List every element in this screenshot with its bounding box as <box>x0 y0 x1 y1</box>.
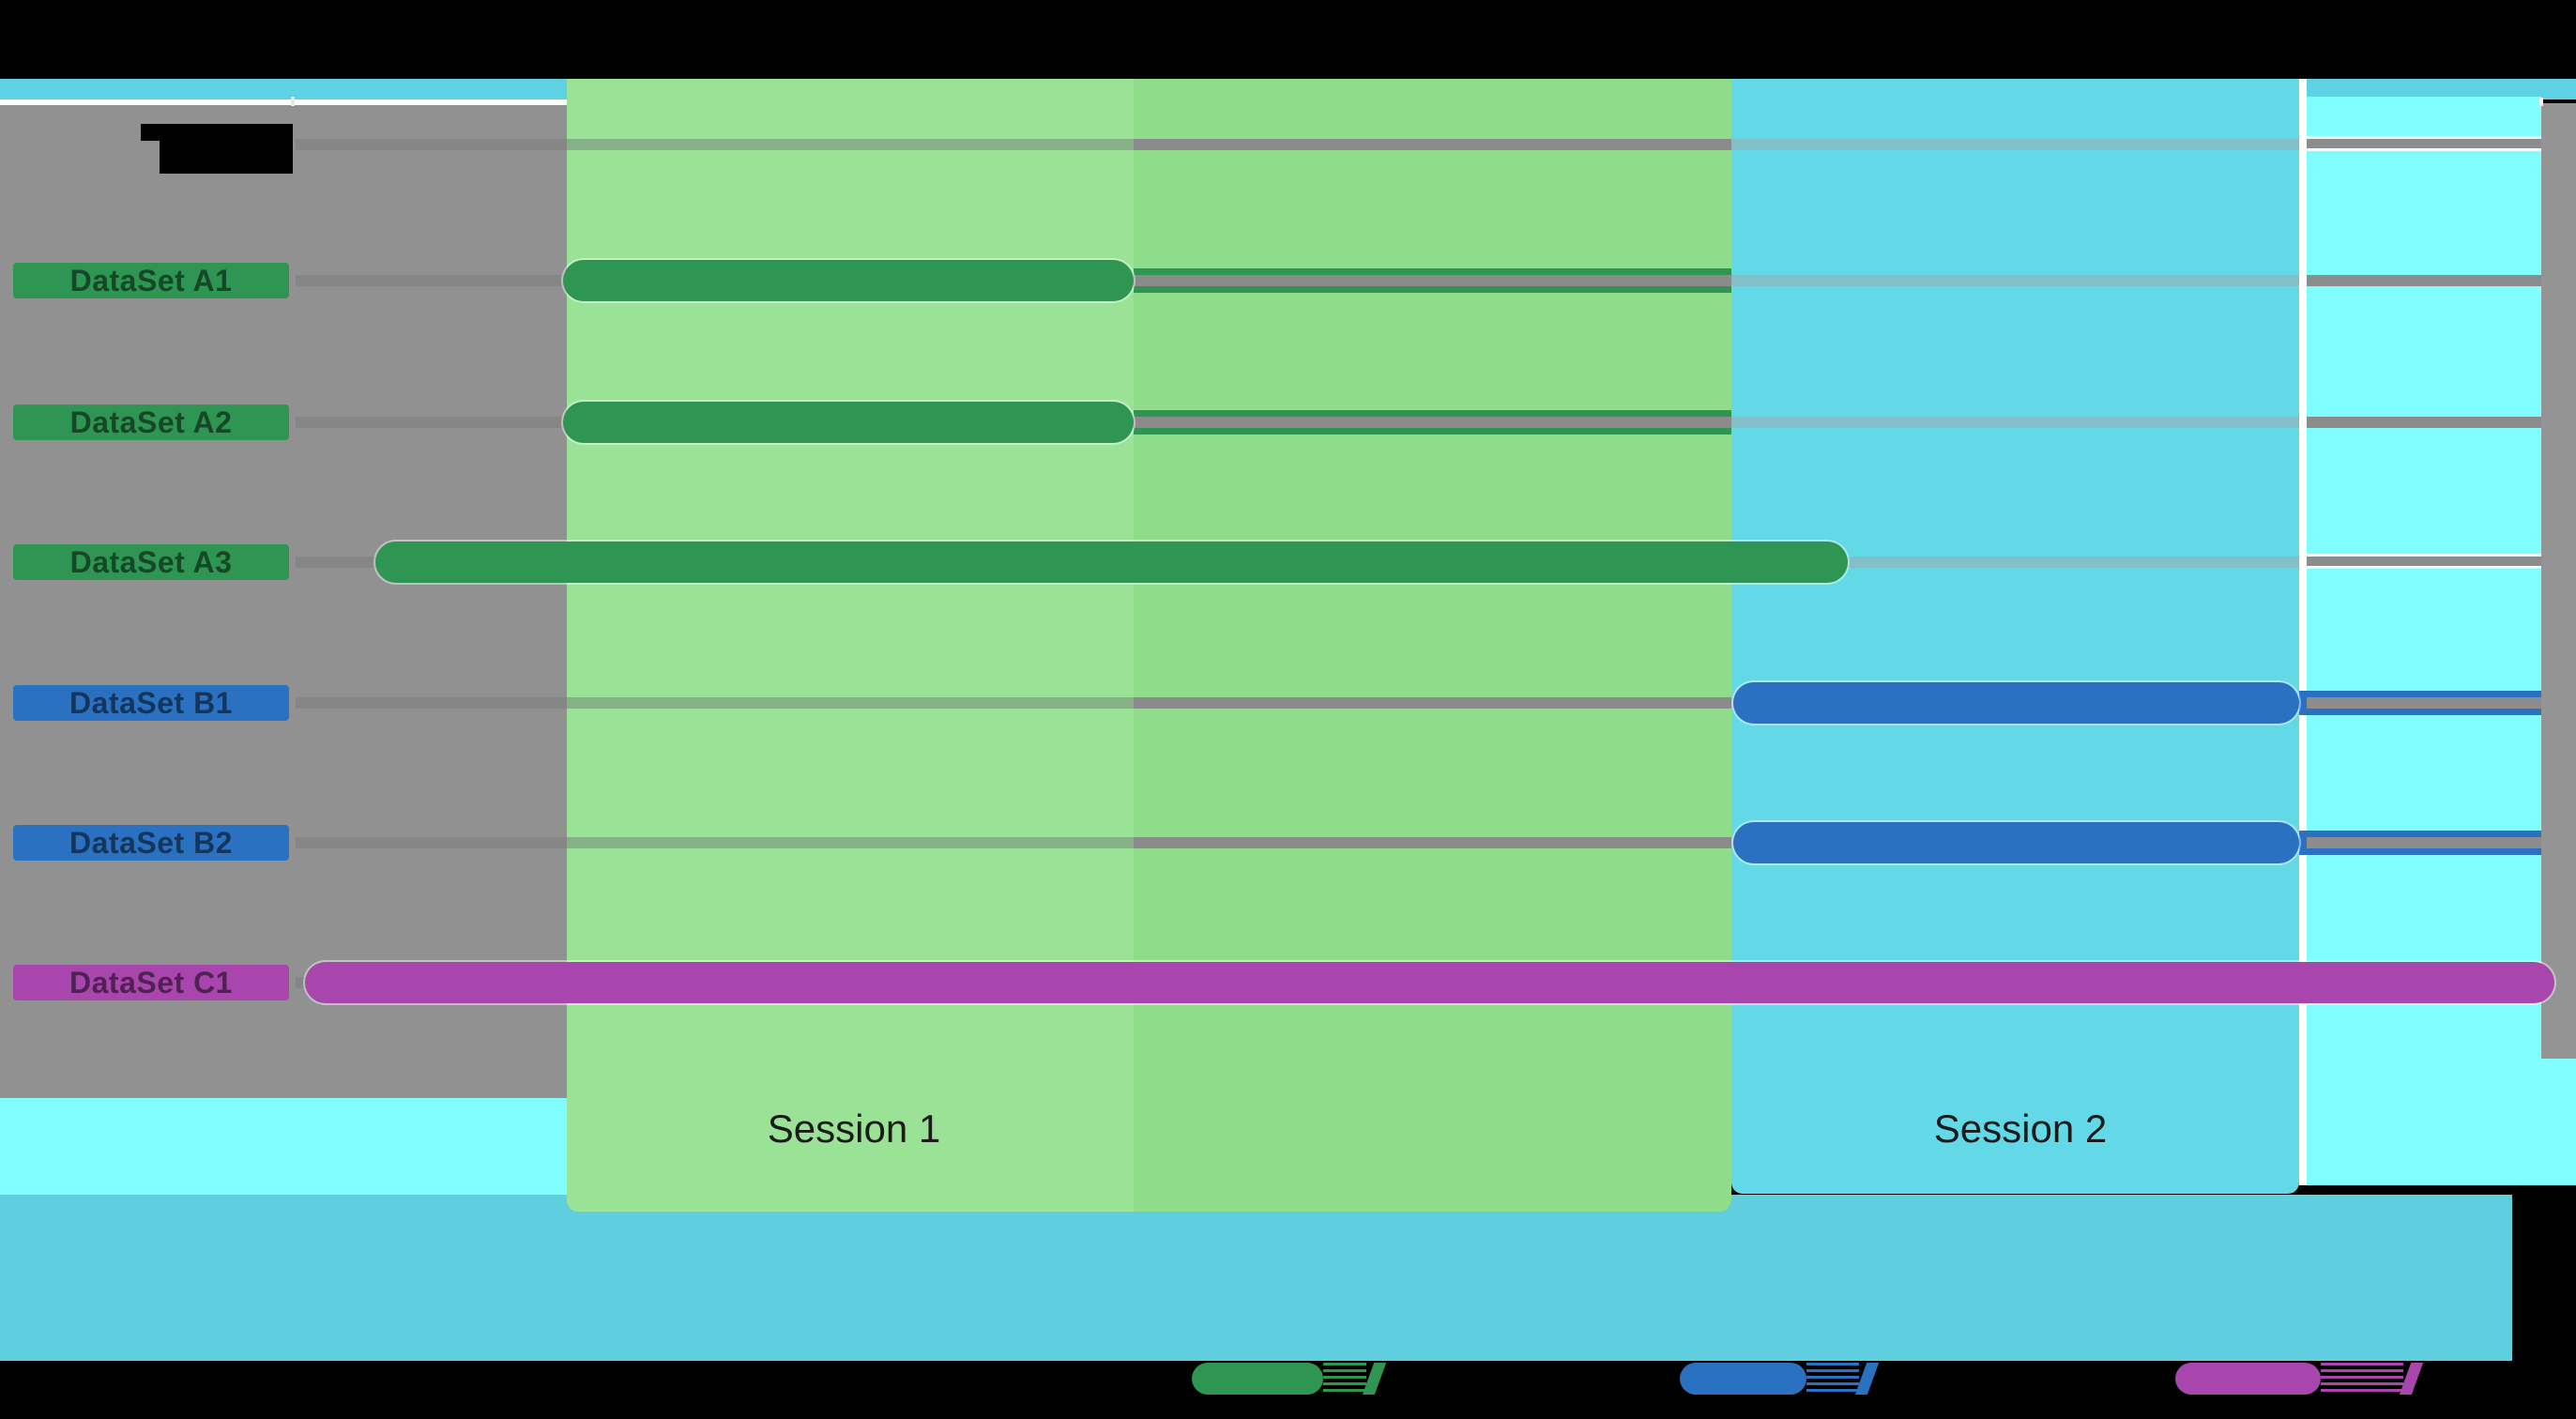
gridline-on-cyan <box>1731 139 2299 150</box>
top-white-band <box>0 99 567 105</box>
gridline-on-gray <box>296 139 567 150</box>
gridline-on-lightcyan <box>2307 417 2541 428</box>
task-bar-dataset-c1 <box>305 962 2554 1003</box>
legend-swatch-stripes-C <box>2321 1363 2403 1395</box>
gridline-on-cyan <box>1731 275 2299 286</box>
gridline-on-green <box>1134 837 1731 848</box>
legend-swatch-B <box>1680 1363 1806 1395</box>
gridline-on-green <box>1134 417 1731 428</box>
legend-swatch-stripes-B <box>1806 1363 1859 1395</box>
gridline-on-lightcyan <box>2307 136 2541 151</box>
legend-swatch-A <box>1192 1363 1323 1395</box>
row-label-dataset-b2: DataSet B2 <box>13 825 289 861</box>
column-divider-white <box>2299 79 2307 1185</box>
task-bar-dataset-a3 <box>375 542 1848 583</box>
gridline-on-green <box>567 837 1134 848</box>
row-label-dataset-c1: DataSet C1 <box>13 965 289 1000</box>
axis-tick-left <box>291 97 295 106</box>
right-lightcyan-column-widened <box>2541 1059 2576 1185</box>
gridline-on-lightcyan <box>2307 554 2541 569</box>
session2-column <box>1731 79 2299 1194</box>
tasks-header-redaction-box <box>160 124 293 174</box>
legend-swatch-C <box>2175 1363 2321 1395</box>
legend-swatch-stripes-A <box>1323 1363 1366 1395</box>
gridline-on-cyan <box>1731 557 2299 568</box>
task-bar-dataset-b1 <box>1733 682 2299 724</box>
gridline-on-gray <box>296 275 567 286</box>
session1-label: Session 1 <box>767 1106 941 1151</box>
gridline-on-green <box>1134 697 1731 709</box>
gridline-on-cyan <box>1731 417 2299 428</box>
task-bar-dataset-a2 <box>563 402 1134 443</box>
gridline-on-green <box>567 697 1134 709</box>
task-bar-dataset-b2 <box>1733 822 2299 863</box>
footer-teal-band <box>0 1195 2512 1361</box>
gridline-on-lightcyan <box>2307 837 2541 848</box>
gridline-on-gray <box>296 417 567 428</box>
gridline-on-green <box>567 139 1134 150</box>
row-label-dataset-a1: DataSet A1 <box>13 263 289 298</box>
gridline-on-lightcyan <box>2307 697 2541 709</box>
gridline-on-green <box>1134 275 1731 286</box>
gridline-on-green <box>1134 139 1731 150</box>
row-label-dataset-b1: DataSet B1 <box>13 685 289 721</box>
session2-label: Session 2 <box>1933 1106 2108 1151</box>
gridline-on-gray <box>296 697 567 709</box>
gridline-on-gray <box>296 837 567 848</box>
row-label-dataset-a2: DataSet A2 <box>13 404 289 440</box>
gridline-on-lightcyan <box>2307 275 2541 286</box>
axis-tick-right <box>2539 98 2543 106</box>
row-label-dataset-a3: DataSet A3 <box>13 544 289 580</box>
task-bar-dataset-a1 <box>563 260 1134 301</box>
right-gray-strip <box>2541 103 2576 1059</box>
